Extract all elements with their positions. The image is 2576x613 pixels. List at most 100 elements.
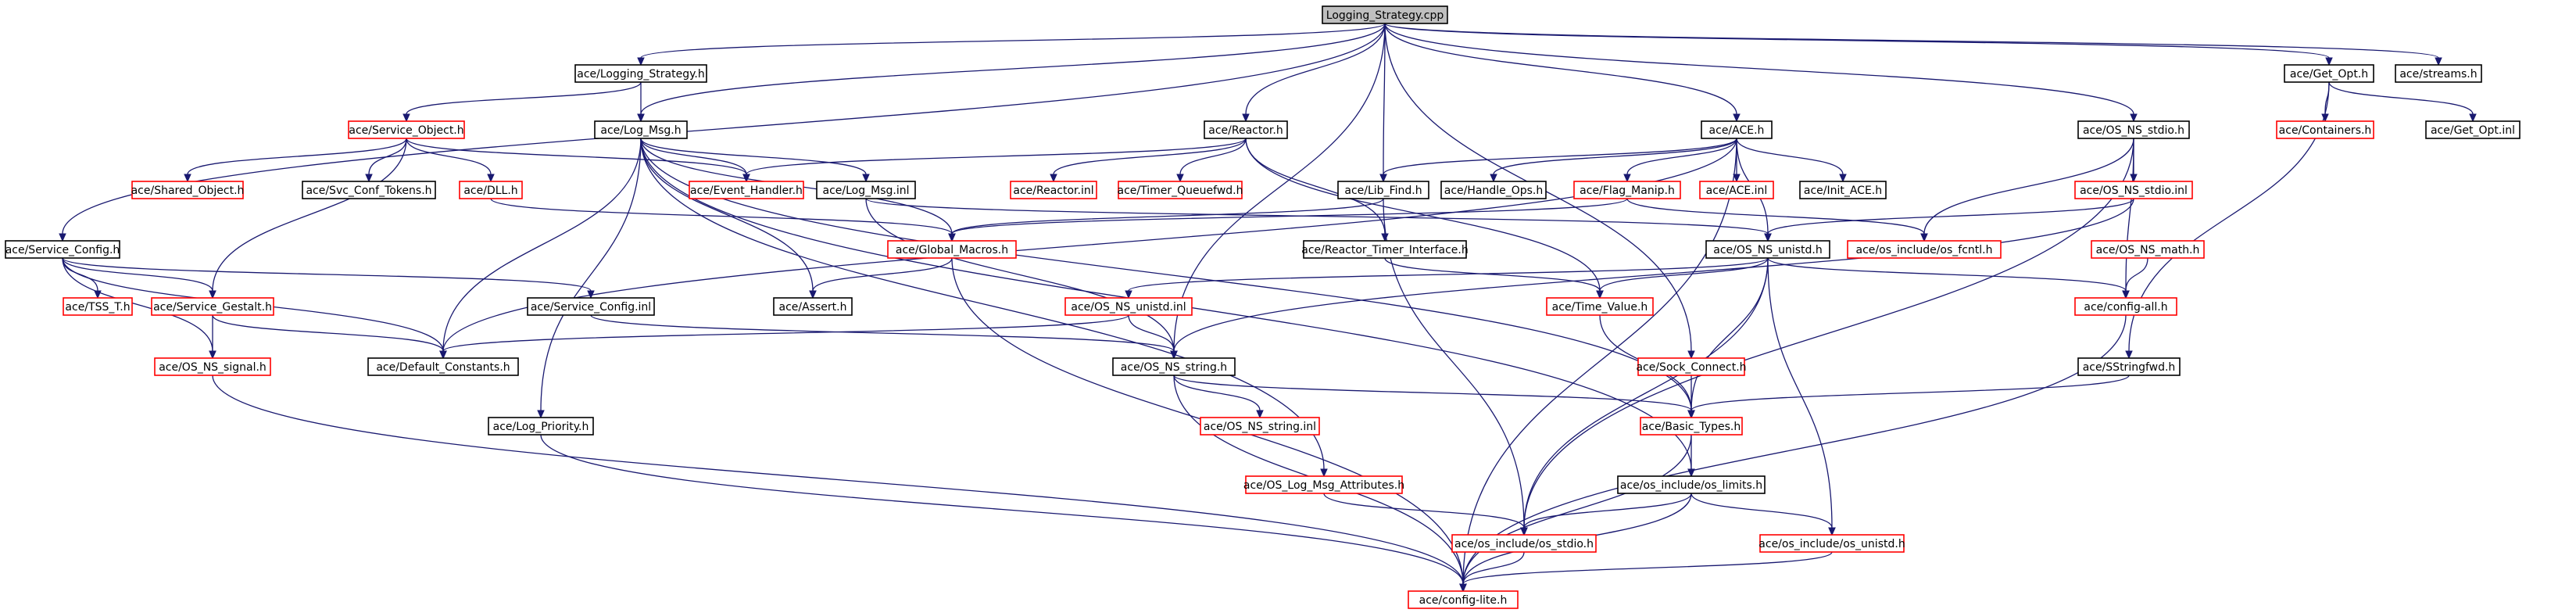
node-n35[interactable]: ace/Time_Value.h xyxy=(1546,297,1654,316)
node-box[interactable] xyxy=(367,357,519,376)
node-box[interactable] xyxy=(1637,357,1745,376)
node-n2[interactable]: ace/Get_Opt.h xyxy=(2284,64,2374,83)
node-box[interactable] xyxy=(302,181,436,199)
node-box[interactable] xyxy=(816,181,916,199)
node-box[interactable] xyxy=(2074,181,2193,199)
node-box[interactable] xyxy=(1408,590,1519,609)
node-box[interactable] xyxy=(2276,120,2374,139)
node-box[interactable] xyxy=(1440,181,1547,199)
node-box[interactable] xyxy=(1705,240,1830,259)
node-n25[interactable]: ace/Global_Macros.h xyxy=(887,240,1017,259)
node-n44[interactable]: ace/Basic_Types.h xyxy=(1640,417,1743,436)
node-n31[interactable]: ace/Service_Gestalt.h xyxy=(151,297,274,316)
node-n23[interactable]: ace/OS_NS_stdio.inl xyxy=(2074,181,2193,199)
node-n1[interactable]: ace/Logging_Strategy.h xyxy=(574,64,707,83)
node-box[interactable] xyxy=(63,297,133,316)
node-box[interactable] xyxy=(348,120,465,139)
node-box[interactable] xyxy=(1699,181,1774,199)
node-n36[interactable]: ace/config-all.h xyxy=(2074,297,2177,316)
node-n5[interactable]: ace/Log_Msg.h xyxy=(594,120,688,139)
node-box[interactable] xyxy=(1118,181,1243,199)
node-box[interactable] xyxy=(1303,240,1467,259)
node-box[interactable] xyxy=(527,297,655,316)
node-box[interactable] xyxy=(5,240,120,259)
node-n49[interactable]: ace/config-lite.h xyxy=(1408,590,1519,609)
node-box[interactable] xyxy=(1204,120,1288,139)
node-box[interactable] xyxy=(131,181,244,199)
node-n13[interactable]: ace/DLL.h xyxy=(459,181,523,199)
node-box[interactable] xyxy=(689,181,804,199)
node-n34[interactable]: ace/OS_NS_unistd.inl xyxy=(1064,297,1193,316)
node-box[interactable] xyxy=(574,64,707,83)
node-n39[interactable]: ace/OS_NS_string.h xyxy=(1112,357,1236,376)
node-n8[interactable]: ace/OS_NS_stdio.h xyxy=(2077,120,2190,139)
node-box[interactable] xyxy=(1759,534,1905,553)
node-n40[interactable]: ace/Sock_Connect.h xyxy=(1636,357,1747,376)
node-box[interactable] xyxy=(1701,120,1773,139)
node-n6[interactable]: ace/Reactor.h xyxy=(1204,120,1288,139)
node-n38[interactable]: ace/Default_Constants.h xyxy=(367,357,519,376)
node-box[interactable] xyxy=(154,357,271,376)
node-box[interactable] xyxy=(2077,120,2190,139)
node-n16[interactable]: ace/Reactor.inl xyxy=(1010,181,1097,199)
node-n27[interactable]: ace/OS_NS_unistd.h xyxy=(1705,240,1830,259)
node-n21[interactable]: ace/ACE.inl xyxy=(1699,181,1774,199)
node-box[interactable] xyxy=(594,120,688,139)
node-n46[interactable]: ace/os_include/os_limits.h xyxy=(1617,475,1766,494)
node-box[interactable] xyxy=(1546,297,1654,316)
node-n32[interactable]: ace/Service_Config.inl xyxy=(527,297,655,316)
node-box[interactable] xyxy=(773,297,853,316)
node-box[interactable] xyxy=(459,181,523,199)
node-n29[interactable]: ace/OS_NS_math.h xyxy=(2091,240,2205,259)
node-box[interactable] xyxy=(2077,357,2181,376)
node-box[interactable] xyxy=(2074,297,2177,316)
node-box[interactable] xyxy=(1451,534,1597,553)
node-box[interactable] xyxy=(1337,181,1429,199)
node-n48[interactable]: ace/os_include/os_unistd.h xyxy=(1758,534,1905,553)
node-box[interactable] xyxy=(1322,5,1448,24)
node-n14[interactable]: ace/Event_Handler.h xyxy=(689,181,804,199)
node-box[interactable] xyxy=(887,240,1017,259)
node-n7[interactable]: ace/ACE.h xyxy=(1701,120,1773,139)
node-box[interactable] xyxy=(2091,240,2205,259)
node-n18[interactable]: ace/Lib_Find.h xyxy=(1337,181,1429,199)
node-box[interactable] xyxy=(151,297,274,316)
node-n15[interactable]: ace/Log_Msg.inl xyxy=(816,181,916,199)
node-n42[interactable]: ace/Log_Priority.h xyxy=(488,417,594,436)
node-n41[interactable]: ace/SStringfwd.h xyxy=(2077,357,2181,376)
node-box[interactable] xyxy=(1799,181,1887,199)
node-box[interactable] xyxy=(2395,64,2482,83)
node-box[interactable] xyxy=(1847,240,2002,259)
node-box[interactable] xyxy=(1617,475,1766,494)
node-n33[interactable]: ace/Assert.h xyxy=(773,297,853,316)
node-n10[interactable]: ace/Get_Opt.inl xyxy=(2425,120,2521,139)
node-n11[interactable]: ace/Shared_Object.h xyxy=(131,181,245,199)
node-n17[interactable]: ace/Timer_Queuefwd.h xyxy=(1118,181,1243,199)
node-n0[interactable]: Logging_Strategy.cpp xyxy=(1322,5,1448,24)
node-n9[interactable]: ace/Containers.h xyxy=(2276,120,2374,139)
node-n28[interactable]: ace/os_include/os_fcntl.h xyxy=(1847,240,2002,259)
node-n47[interactable]: ace/os_include/os_stdio.h xyxy=(1451,534,1597,553)
node-n12[interactable]: ace/Svc_Conf_Tokens.h xyxy=(302,181,436,199)
node-box[interactable] xyxy=(488,417,594,436)
node-n20[interactable]: ace/Flag_Manip.h xyxy=(1573,181,1681,199)
node-n43[interactable]: ace/OS_NS_string.inl xyxy=(1200,417,1320,436)
node-box[interactable] xyxy=(1640,417,1743,436)
node-n45[interactable]: ace/OS_Log_Msg_Attributes.h xyxy=(1243,475,1404,494)
node-n37[interactable]: ace/OS_NS_signal.h xyxy=(154,357,271,376)
node-n19[interactable]: ace/Handle_Ops.h xyxy=(1440,181,1547,199)
node-n26[interactable]: ace/Reactor_Timer_Interface.h xyxy=(1301,240,1469,259)
node-n24[interactable]: ace/Service_Config.h xyxy=(5,240,120,259)
node-box[interactable] xyxy=(1245,475,1403,494)
node-box[interactable] xyxy=(1064,297,1193,316)
node-box[interactable] xyxy=(1112,357,1236,376)
node-n3[interactable]: ace/streams.h xyxy=(2395,64,2482,83)
node-n4[interactable]: ace/Service_Object.h xyxy=(348,120,465,139)
node-n30[interactable]: ace/TSS_T.h xyxy=(63,297,133,316)
node-box[interactable] xyxy=(1200,417,1320,436)
node-box[interactable] xyxy=(2284,64,2374,83)
node-box[interactable] xyxy=(1573,181,1681,199)
node-box[interactable] xyxy=(1010,181,1097,199)
node-box[interactable] xyxy=(2425,120,2521,139)
node-n22[interactable]: ace/Init_ACE.h xyxy=(1799,181,1887,199)
